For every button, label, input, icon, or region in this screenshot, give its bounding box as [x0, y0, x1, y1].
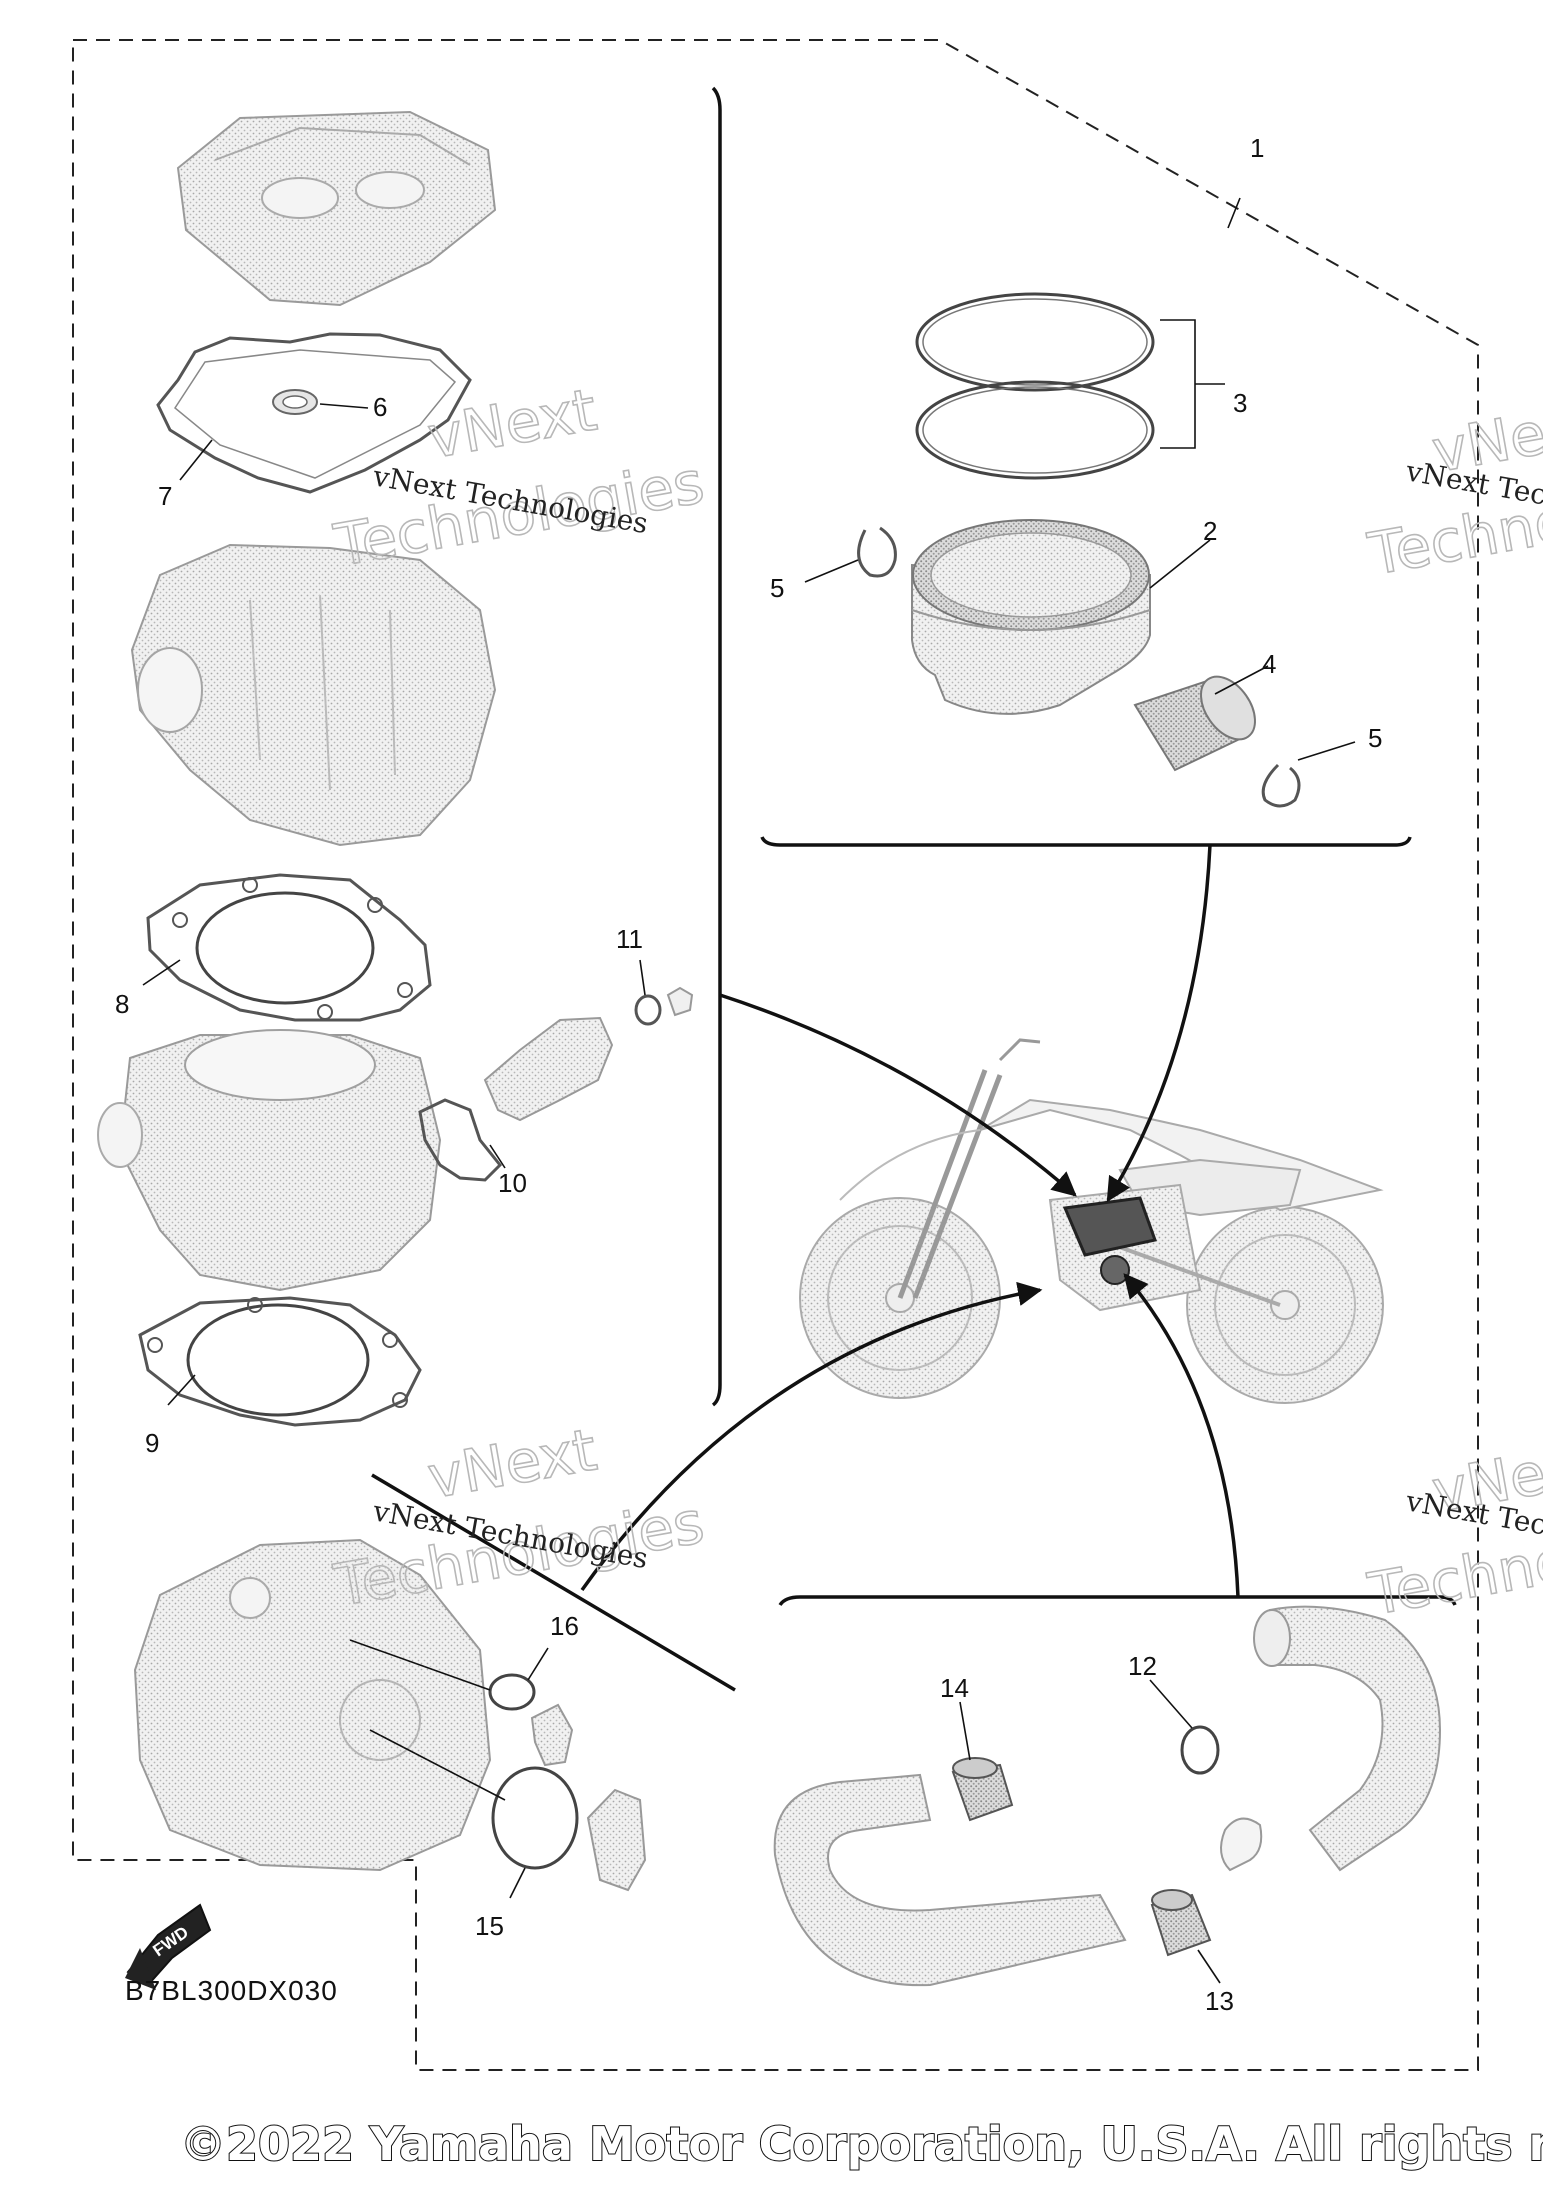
spark-plug-seal-6: [272, 389, 318, 415]
tensioner-seal-11: [634, 986, 694, 1026]
cover-group-bracket: [371, 1473, 736, 1692]
head-cover-gasket-inner: [174, 349, 457, 479]
piston-pin-4: [1133, 675, 1256, 772]
callout-1: 1: [1250, 133, 1264, 163]
tensioner-gasket-10: [418, 1098, 503, 1182]
copyright-notice: ©2022 Yamaha Motor Corporation, U.S.A. A…: [180, 2117, 1543, 2171]
cylinder-head-gasket-8: [146, 873, 432, 1022]
crankcase-cover: [133, 1538, 492, 1872]
exhaust-clamp: [1220, 1817, 1263, 1872]
exhaust-group-bracket: [778, 1595, 1457, 1607]
exhaust-pipe-rear: [1253, 1605, 1442, 1872]
callout-7: 7: [158, 481, 172, 511]
callout-8: 8: [115, 989, 129, 1019]
callout-6: 6: [373, 392, 387, 422]
arrow-from-piston-group: [1106, 844, 1212, 1203]
callout-11: 11: [616, 924, 643, 954]
circlip-5-right: [1261, 763, 1301, 808]
exhaust-joint-13: [1150, 1889, 1212, 1957]
leader-lines: [142, 197, 1356, 1984]
arrow-from-exhaust-group: [1123, 1273, 1240, 1598]
left-group-bracket: [711, 86, 722, 1407]
exhaust-joint-14: [951, 1757, 1014, 1822]
callout-16: 16: [550, 1611, 579, 1641]
callout-14: 14: [940, 1673, 969, 1703]
callout-13: 13: [1205, 1986, 1234, 2016]
exhaust-header-pipe: [773, 1773, 1127, 1987]
arrow-from-left-group: [719, 993, 1077, 1197]
arrow-from-cover-group: [580, 1281, 1043, 1592]
head-cover-gasket-7: [156, 332, 472, 494]
cover-oring-15: [491, 1766, 647, 1892]
callout-4: 4: [1262, 649, 1276, 679]
callout-15: 15: [475, 1911, 504, 1941]
watermark-big-3: vNext: [423, 1416, 602, 1512]
piston-group-bracket: [760, 836, 1412, 847]
cylinder: [97, 1029, 442, 1292]
circlip-5-left: [857, 526, 897, 578]
cylinder-base-gasket-9: [138, 1296, 422, 1427]
rings-brace: [1160, 319, 1225, 449]
diagram-code: B7BL300DX030: [125, 1975, 338, 2006]
callout-10: 10: [498, 1168, 527, 1198]
exhaust-gasket-12: [1180, 1725, 1220, 1775]
cylinder-head-cover: [176, 110, 497, 307]
piston-2: [911, 519, 1151, 715]
callout-5-right: 5: [1368, 723, 1382, 753]
watermark-big-1: vNext: [423, 376, 602, 472]
cam-chain-tensioner: [483, 1016, 614, 1122]
oil-plug-oring-16: [488, 1673, 574, 1767]
kit-boundary-dashed: [72, 39, 1479, 2071]
callout-12: 12: [1128, 1651, 1157, 1681]
callout-9: 9: [145, 1428, 159, 1458]
cylinder-head: [130, 543, 497, 847]
callout-5-left: 5: [770, 573, 784, 603]
piston-rings-3: [915, 292, 1155, 480]
callout-2: 2: [1203, 516, 1217, 546]
watermark-group-2: vNext Technologies: [328, 1415, 709, 1621]
engine-highlight: [1062, 1196, 1157, 1285]
callout-3: 3: [1233, 388, 1247, 418]
